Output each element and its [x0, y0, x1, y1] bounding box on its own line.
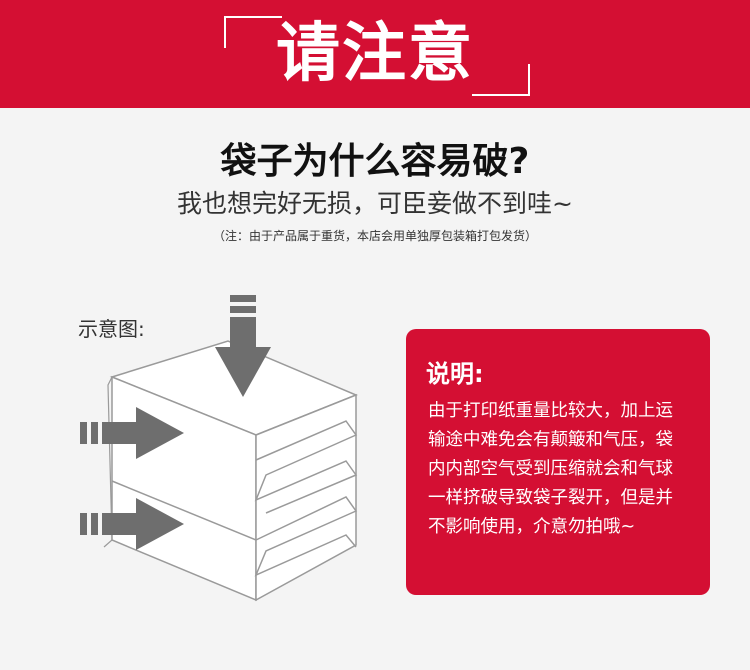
- arrow-down-icon: [215, 295, 271, 397]
- explanation-body: 由于打印纸重量比较大，加上运 输途中难免会有颠簸和气压，袋 内内部空气受到压缩就…: [428, 397, 696, 542]
- paper-stack-diagram: [80, 295, 358, 602]
- arrow-right-icon: [80, 407, 184, 459]
- stack-front-divider: [111, 480, 257, 541]
- explanation-title: 说明:: [426, 360, 484, 388]
- explanation-line: 内内部空气受到压缩就会和气球: [428, 459, 673, 479]
- explanation-line: 不影响使用，介意勿拍哦~: [428, 517, 636, 537]
- arrow-right-icon: [80, 498, 184, 550]
- explanation-line: 一样挤破导致袋子裂开，但是并: [428, 488, 673, 508]
- diagram-label: 示意图:: [78, 317, 145, 341]
- corner-bracket-bottom-right: [472, 64, 530, 96]
- explanation-card: 说明: 由于打印纸重量比较大，加上运 输途中难免会有颠簸和气压，袋 内内部空气受…: [406, 329, 710, 595]
- corner-bracket-top-left: [224, 16, 282, 48]
- explanation-line: 由于打印纸重量比较大，加上运: [428, 401, 673, 421]
- explanation-line: 输途中难免会有颠簸和气压，袋: [428, 430, 673, 450]
- banner-title: 请注意: [276, 17, 474, 91]
- shipping-note: （注：由于产品属于重货，本店会用单独厚包装箱打包发货）: [212, 229, 537, 243]
- stack-left-edge: [103, 376, 113, 548]
- header-banner: 请注意: [0, 0, 750, 108]
- stack-bulge-2: [254, 496, 358, 577]
- subheadline: 我也想完好无损，可臣妾做不到哇~: [177, 189, 573, 218]
- stack-bulge-1: [254, 420, 358, 514]
- headline: 袋子为什么容易破?: [220, 141, 530, 182]
